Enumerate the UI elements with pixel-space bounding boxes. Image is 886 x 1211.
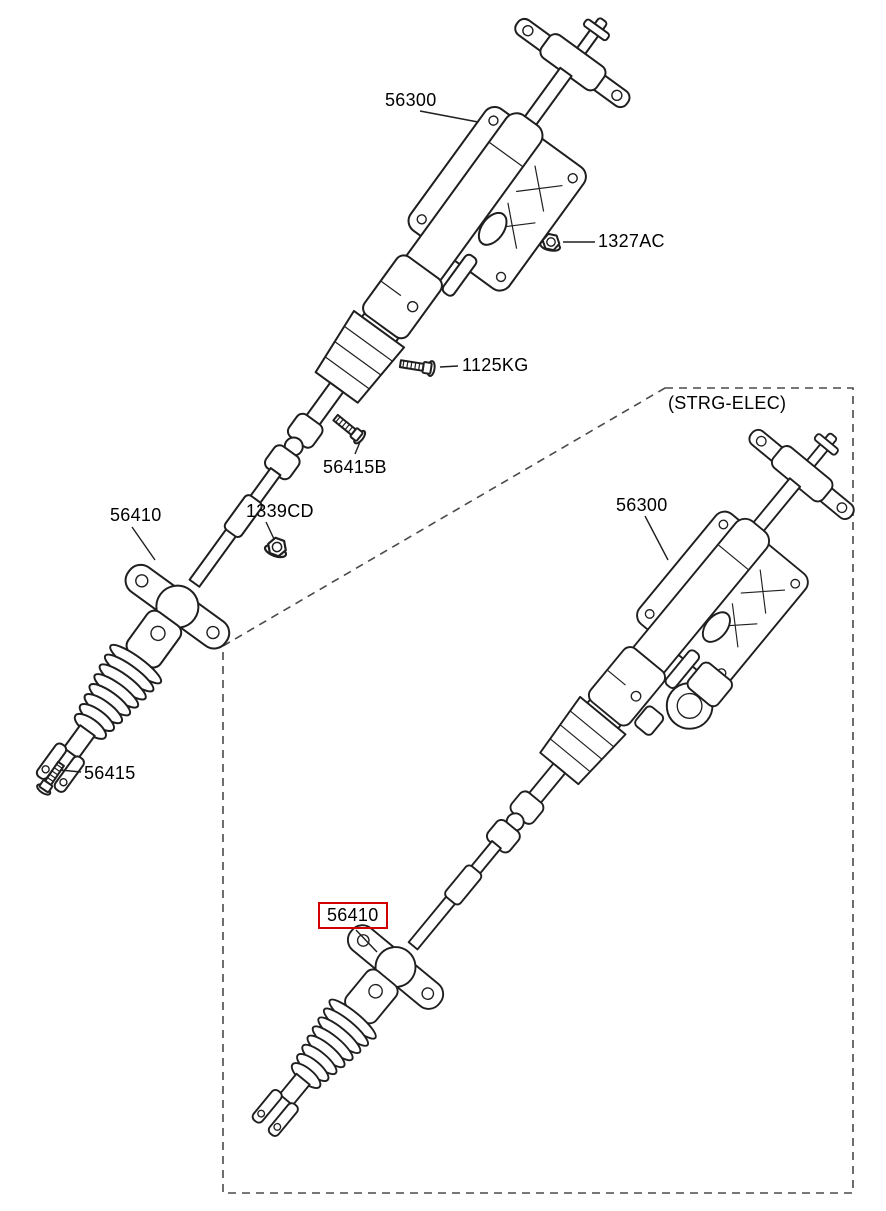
nut-1339cd [262,534,292,561]
leader-1339cd [265,521,275,540]
steering-column-assembly-strg-elec [212,393,886,1177]
steering-column-assembly-standard [0,0,670,832]
part-label-56415b[interactable]: 56415B [323,457,387,477]
column-assembly-art [212,393,886,1177]
leader-56300-standard [419,110,479,123]
bolt-56415b [329,410,369,447]
part-label-56415[interactable]: 56415 [84,763,136,783]
part-label-1339cd[interactable]: 1339CD [246,501,314,521]
part-label-56410-strg-elec-selected[interactable]: 56410 [318,902,388,929]
leader-56415b [354,441,361,455]
eps-motor [634,661,733,736]
column-assembly-art [0,0,670,832]
part-label-1327ac[interactable]: 1327AC [598,231,665,251]
strg-elec-caption: (STRG-ELEC) [668,393,787,413]
leader-56410-strg-elec [355,929,378,953]
strg-elec-boundary [222,387,854,1194]
leader-1125kg [439,365,459,368]
part-label-56410-standard[interactable]: 56410 [110,505,162,525]
leader-56300-strg-elec [644,515,669,561]
leader-56415 [59,769,82,773]
part-label-56300-standard[interactable]: 56300 [385,90,437,110]
leader-lines [59,110,669,953]
part-label-56300-strg-elec[interactable]: 56300 [616,495,668,515]
part-label-1125kg[interactable]: 1125KG [462,355,529,375]
leader-56410-standard [131,526,156,561]
bolt-1125kg [398,355,437,378]
